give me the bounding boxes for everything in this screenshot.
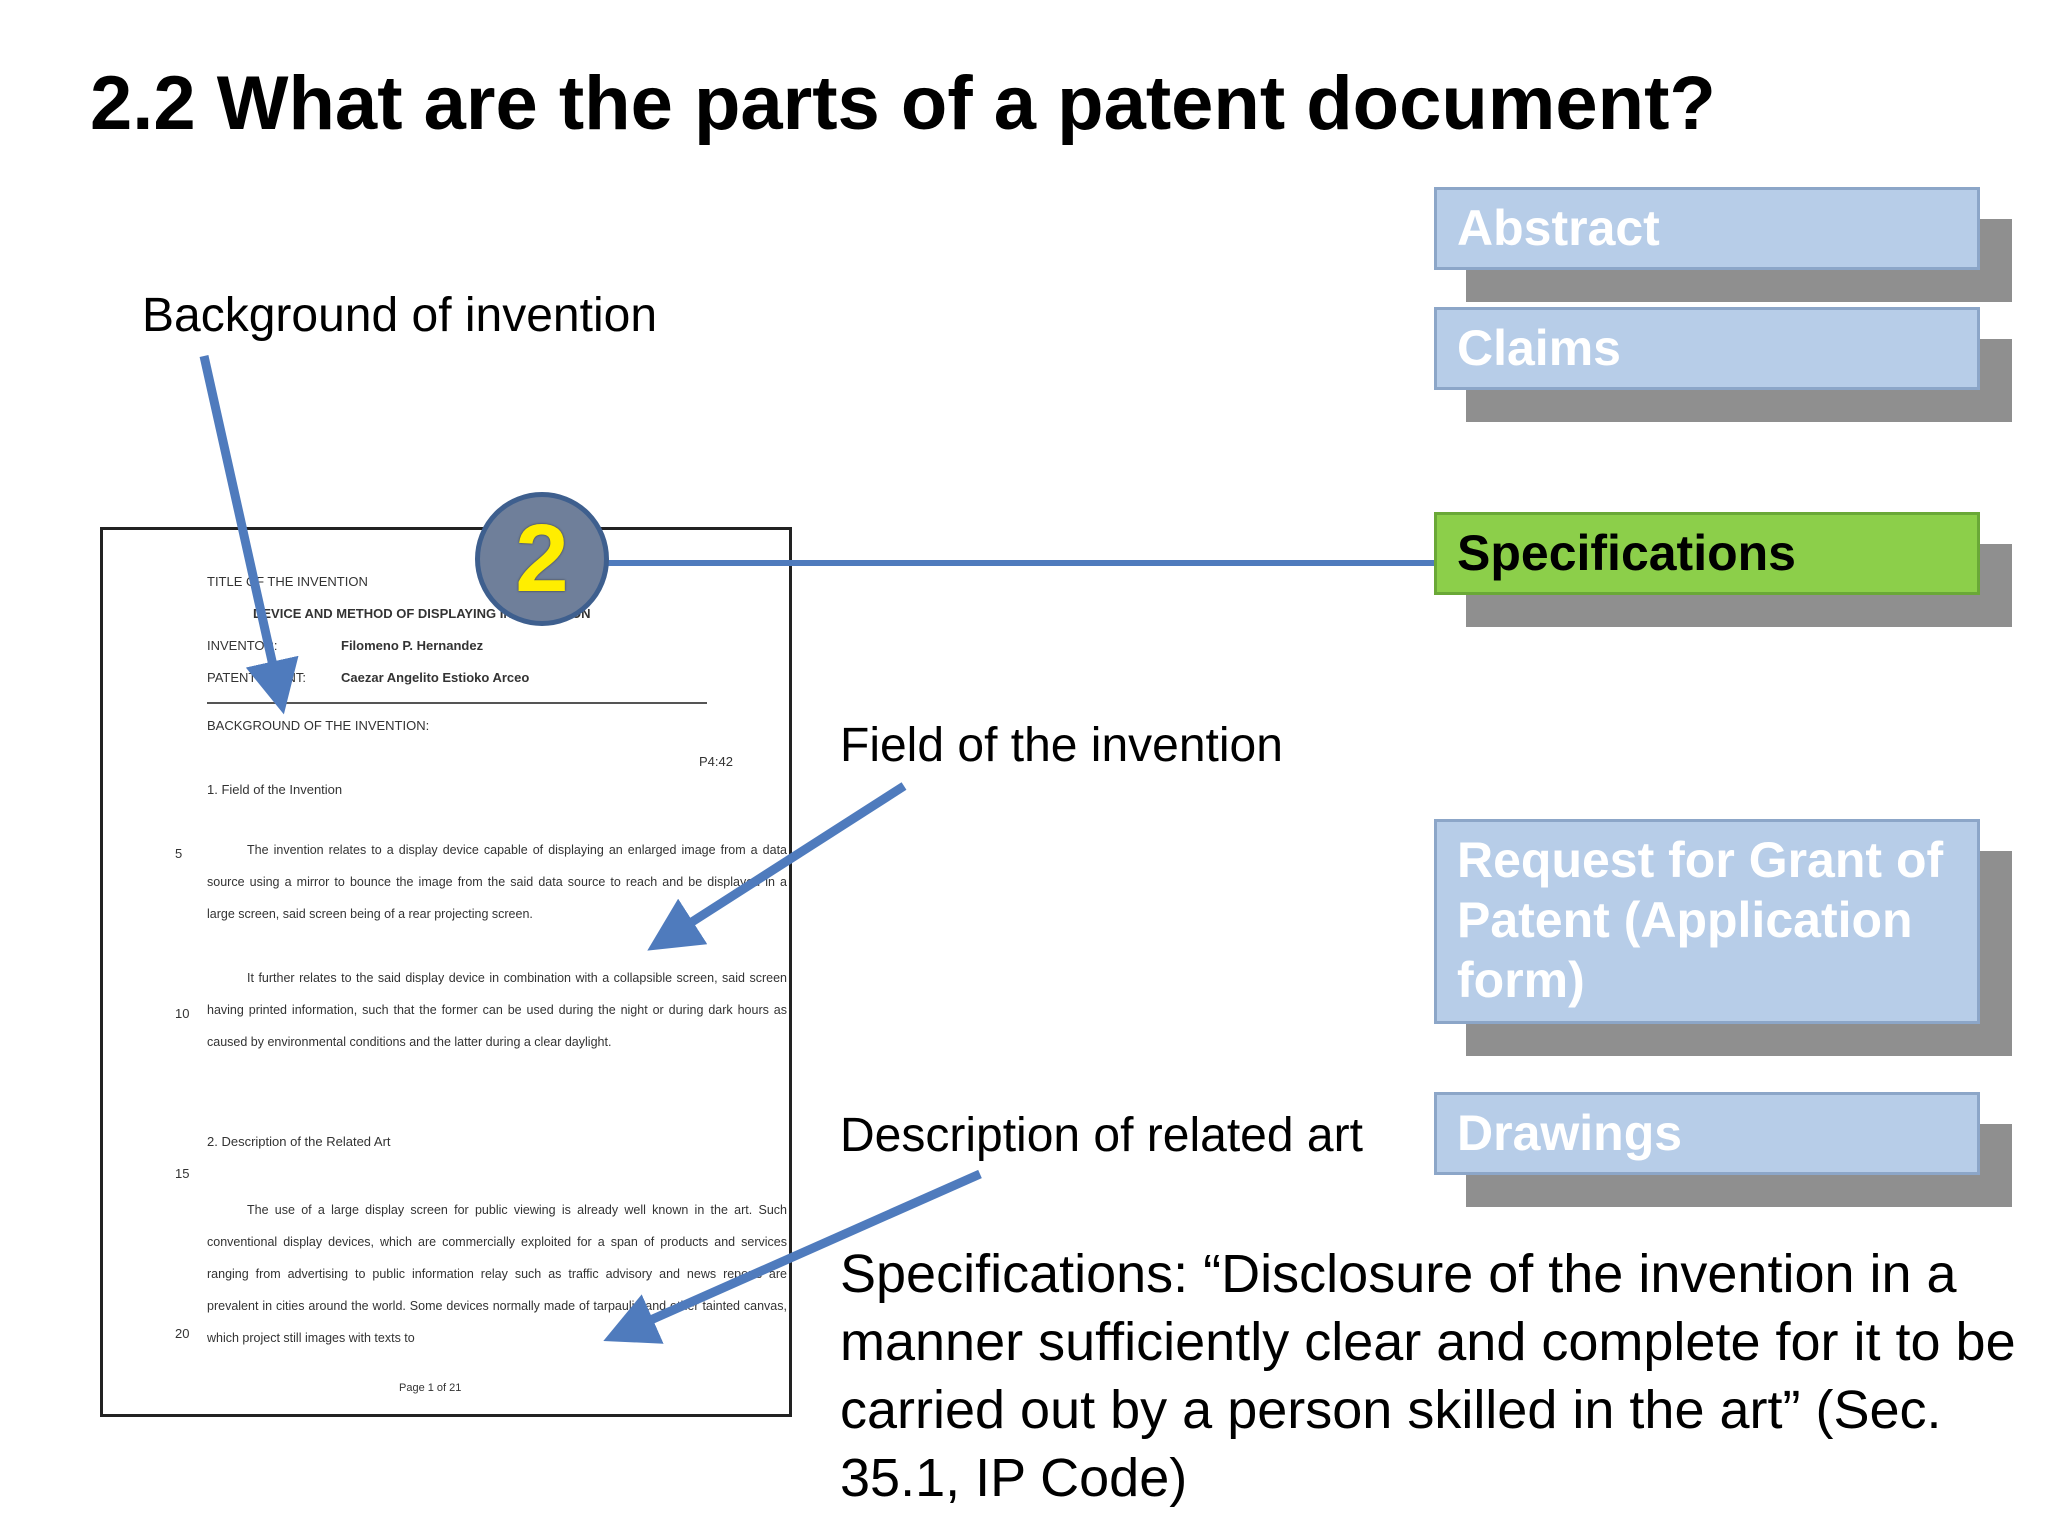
arrow-field bbox=[670, 786, 904, 936]
arrow-background bbox=[204, 356, 278, 688]
number-badge: 2 bbox=[475, 492, 609, 626]
specifications-quote: Specifications: “Disclosure of the inven… bbox=[840, 1240, 2030, 1512]
